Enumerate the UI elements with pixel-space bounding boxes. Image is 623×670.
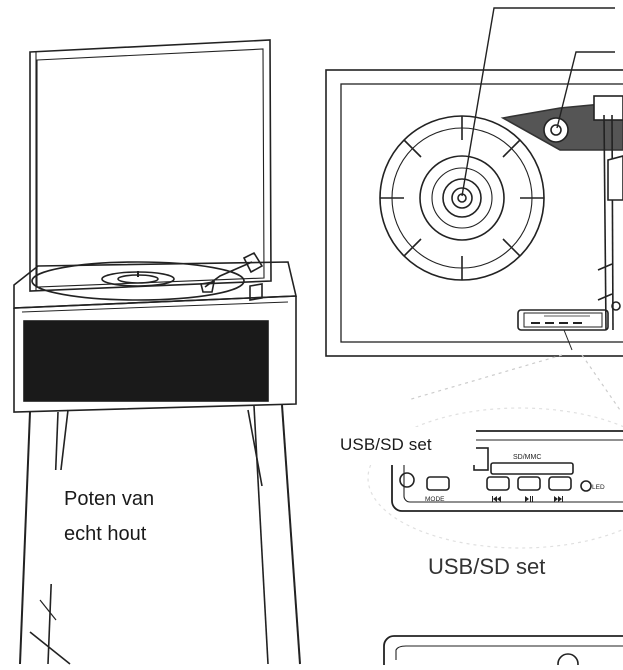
turntable-top-view bbox=[325, 69, 623, 357]
wooden-legs-label-box: Poten van echt hout bbox=[46, 470, 230, 584]
wooden-legs-label-line2: echt hout bbox=[64, 523, 147, 545]
panel-text-sdmmc: SD/MMC bbox=[513, 454, 541, 461]
panel-text-led: LED bbox=[592, 484, 605, 491]
usb-sd-label-box: USB/SD set bbox=[332, 427, 476, 465]
usb-sd-caption: USB/SD set bbox=[428, 554, 546, 579]
panel-text-mode: MODE bbox=[425, 496, 445, 503]
leader-line-tonearm bbox=[556, 51, 615, 129]
callout-dotted bbox=[407, 354, 621, 411]
speaker-grille bbox=[23, 320, 269, 402]
usb-sd-label-overlay: USB/SD set bbox=[340, 435, 432, 454]
wooden-legs-label-line1: Poten van bbox=[64, 488, 155, 510]
leader-line-platter bbox=[461, 7, 615, 197]
